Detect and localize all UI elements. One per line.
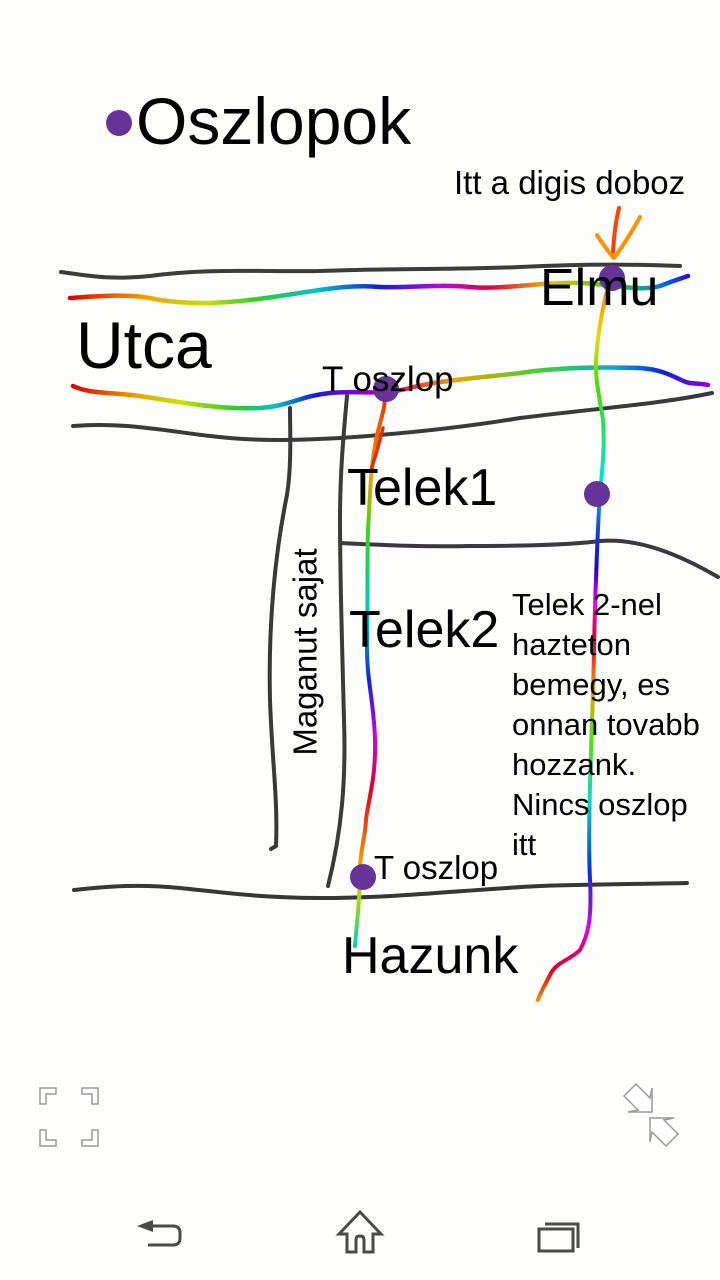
street-label: Utca: [76, 308, 212, 382]
exit-fullscreen-button[interactable]: [616, 1080, 686, 1150]
recent-apps-button[interactable]: [525, 1200, 595, 1260]
recent-apps-icon: [537, 1222, 580, 1253]
route-note: Telek 2-nel hazteton bemegy, es onnan to…: [512, 587, 700, 862]
cable-line-right-vertical: [536, 278, 612, 1002]
cable-line-street: [70, 365, 711, 411]
legend-title-text: Oszlopok: [136, 84, 412, 158]
private-road-left: [267, 406, 293, 851]
home-button[interactable]: [325, 1200, 395, 1260]
arrow-line-head: [595, 215, 642, 260]
pole-marker-telek1: [584, 481, 610, 507]
home-icon: [335, 1209, 385, 1254]
private-road-label: Maganut sajat: [286, 548, 324, 756]
road-line-bottom: [72, 881, 689, 900]
arrow-line-red: [611, 206, 621, 254]
digi-box-label: Itt a digis doboz: [454, 164, 686, 201]
pole-marker-elmu: [599, 265, 625, 291]
shrink-icon: [622, 1082, 680, 1148]
back-button[interactable]: [125, 1200, 195, 1260]
road-line-telek-divider: [339, 538, 720, 579]
back-icon: [137, 1220, 182, 1247]
elmu-label: Elmu: [540, 259, 659, 317]
our-house-label: Hazunk: [342, 927, 519, 985]
plot1-label: Telek1: [347, 459, 498, 517]
private-road-right: [326, 394, 349, 888]
plot2-label: Telek2: [349, 601, 500, 659]
legend-title: Oszlopok: [106, 88, 411, 154]
fullscreen-icon: [39, 1087, 99, 1147]
pole-marker-t-oszlop-top: [373, 376, 399, 402]
road-line-street-bottom: [71, 391, 714, 442]
cable-line-left-spur: [369, 426, 385, 472]
pole-top-label: T oszlop: [322, 360, 454, 399]
fullscreen-button[interactable]: [34, 1082, 104, 1152]
pole-legend-dot-icon: [106, 110, 132, 136]
system-nav-bar: [0, 1190, 720, 1280]
cable-line-top: [67, 273, 691, 306]
pole-bottom-label: T oszlop: [374, 849, 499, 886]
road-line-top: [59, 262, 682, 280]
pole-marker-t-oszlop-bottom: [350, 864, 376, 890]
